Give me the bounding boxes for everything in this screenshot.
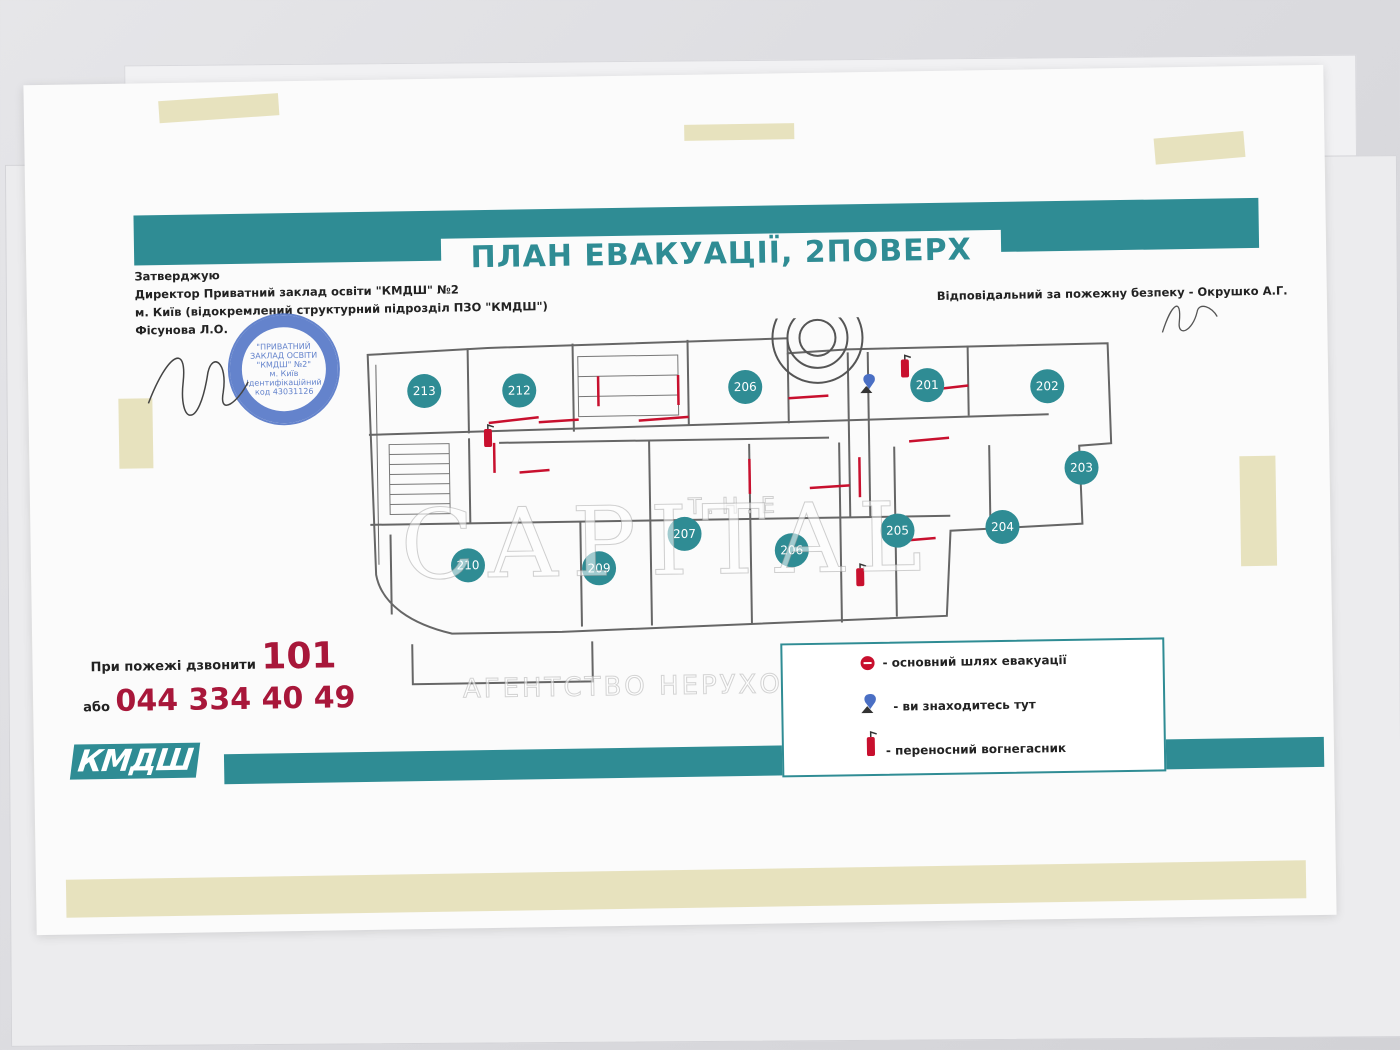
fire-extinguisher-icon [866, 731, 877, 757]
approval-line: Директор Приватний заклад освіти "КМДШ" … [134, 282, 459, 302]
evacuation-plan-poster: ПЛАН ЕВАКУАЦІЇ, 2ПОВЕРХ Затверджую Дирек… [23, 64, 1337, 936]
fire-extinguisher-icon [483, 423, 495, 448]
legend-you-are-here: - ви знаходитесь тут [893, 697, 1036, 714]
legend-evacuation: - основний шлях евакуації [882, 652, 1067, 670]
fire-extinguisher-icon [856, 563, 867, 587]
fire-phone-label: При пожежі дзвонити [90, 657, 257, 676]
responsible-person: Відповідальний за пожежну безпеку - Окру… [936, 283, 1288, 303]
tape-strip [1153, 130, 1246, 165]
stamp-text: "КМДШ" №2" [256, 359, 312, 370]
plan-title: ПЛАН ЕВАКУАЦІЇ, 2ПОВЕРХ [440, 229, 1002, 279]
tape-strip [158, 93, 280, 124]
logo: КМДШ [69, 742, 201, 780]
tape-strip [65, 860, 1307, 918]
evacuation-route-icon [860, 655, 875, 671]
alt-phone-number: 044 334 40 49 [115, 680, 356, 719]
responsible-signature [1161, 305, 1218, 333]
approval-line: м. Київ (відокремлений структурний підро… [134, 299, 548, 320]
floor-plan [366, 312, 1113, 686]
fire-phone-line: При пожежі дзвонити 101 [90, 635, 337, 680]
fire-extinguisher-icon [900, 354, 912, 378]
you-are-here-icon [860, 374, 875, 394]
alt-phone-line: або 044 334 40 49 [83, 680, 356, 719]
fire-phone-number: 101 [261, 635, 337, 678]
legend-extinguisher: - переносний вогнегасник [885, 740, 1067, 758]
approval-line: Затверджую [134, 268, 220, 284]
legend: - основний шлях евакуації - ви знаходите… [780, 637, 1167, 778]
tape-strip [1239, 455, 1278, 567]
director-signature [147, 357, 249, 416]
stamp-text: м. Київ [269, 368, 299, 379]
stamp-text: код 43031126 [254, 386, 314, 397]
you-are-here-icon [861, 694, 876, 714]
watermark-text: CAPITAL [399, 480, 937, 602]
alt-phone-label: або [83, 699, 111, 716]
tape-strip [684, 123, 795, 141]
